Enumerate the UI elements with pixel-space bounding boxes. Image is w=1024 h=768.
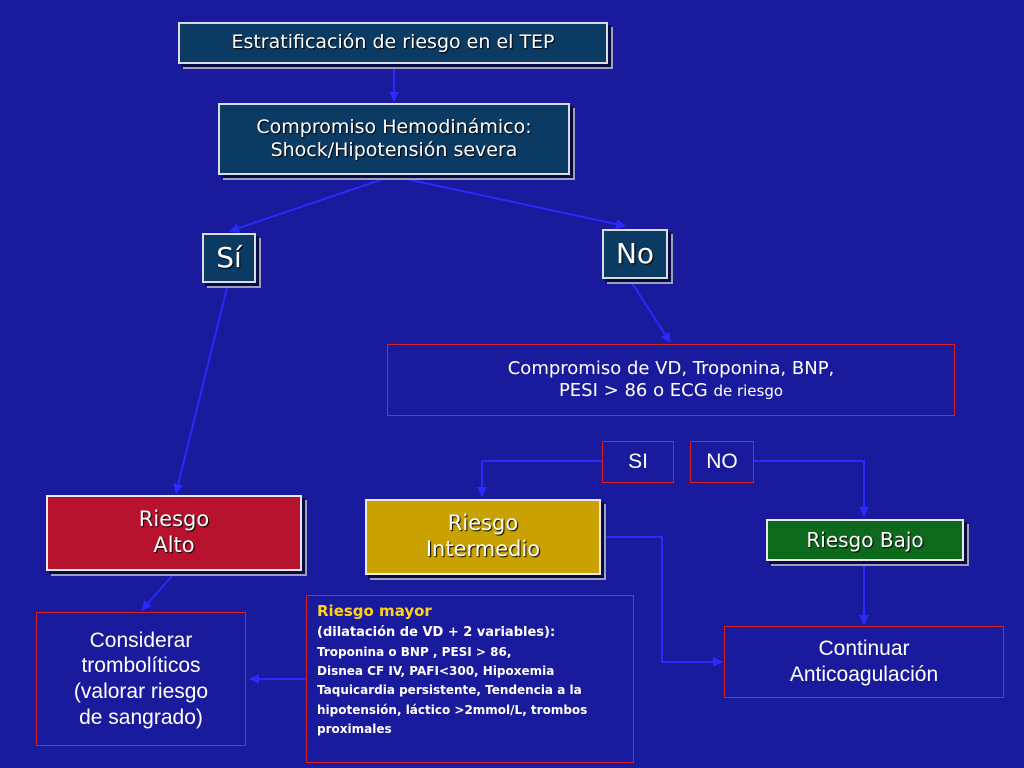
- major-risk-line: hipotensión, láctico >2mmol/L, trombos: [317, 702, 588, 717]
- criteria-line2: PESI > 86 o ECG de riesgo: [559, 380, 783, 402]
- criteria-line2-main: PESI > 86 o ECG: [558, 380, 708, 401]
- hemodynamic-line1: Compromiso Hemodinámico:: [256, 115, 532, 138]
- thrombolytics-line2: trombolíticos: [81, 654, 201, 678]
- diagram-title-text: Estratificación de riesgo en el TEP: [231, 31, 555, 54]
- risk-intermediate-line1: Riesgo: [447, 511, 519, 536]
- major-risk-title: Riesgo mayor: [317, 602, 432, 620]
- criteria-line1: Compromiso de VD, Troponina, BNP,: [507, 358, 835, 380]
- arrow-high-to-thrombo: [141, 575, 173, 611]
- thrombolytics-line4: de sangrado): [79, 705, 203, 729]
- major-risk-line: Taquicardia persistente, Tendencia a la: [317, 683, 582, 698]
- continue-anticoagulation-node: Continuar Anticoagulación: [724, 626, 1004, 698]
- arrow-no-to-low: [754, 460, 869, 517]
- major-risk-line: Troponina o BNP , PESI > 86,: [317, 644, 512, 659]
- arrow-si-to-high: [173, 283, 229, 494]
- major-risk-line: proximales: [317, 722, 392, 737]
- risk-high-line1: Riesgo: [138, 507, 210, 532]
- thrombolytics-line3: (valorar riesgo: [73, 680, 209, 703]
- arrow-hemo-to-si: [229, 175, 393, 233]
- criteria-no-node: NO: [690, 441, 754, 483]
- branch-yes-node: Sí: [202, 233, 256, 283]
- criteria-node: Compromiso de VD, Troponina, BNP, PESI >…: [387, 344, 955, 416]
- continue-line2: Anticoagulación: [789, 663, 939, 686]
- risk-high-line2: Alto: [153, 533, 195, 557]
- major-risk-node: Riesgo mayor (dilatación de VD + 2 varia…: [306, 595, 634, 763]
- arrow-hemo-to-no: [391, 175, 626, 230]
- branch-no-label: No: [615, 236, 655, 270]
- risk-low-node: Riesgo Bajo: [766, 519, 964, 561]
- risk-intermediate-node: Riesgo Intermedio: [365, 499, 601, 575]
- criteria-no-label: NO: [706, 450, 738, 474]
- risk-high-node: Riesgo Alto: [46, 495, 302, 571]
- risk-intermediate-line2: Intermedio: [425, 537, 541, 561]
- major-risk-line: Disnea CF IV, PAFI<300, Hipoxemia: [317, 663, 555, 678]
- arrow-si-to-intermediate: [477, 460, 602, 497]
- hemodynamic-line2: Shock/Hipotensión severa: [270, 139, 518, 161]
- branch-yes-label: Sí: [216, 240, 242, 274]
- arrow-no-to-criteria: [629, 279, 671, 343]
- arrow-intermediate-to-continue: [604, 536, 723, 667]
- major-risk-subtitle: (dilatación de VD + 2 variables):: [317, 624, 556, 640]
- criteria-yes-label: SI: [628, 450, 648, 474]
- thrombolytics-node: Considerar trombolíticos (valorar riesgo…: [36, 612, 246, 746]
- hemodynamic-node: Compromiso Hemodinámico: Shock/Hipotensi…: [218, 103, 570, 175]
- branch-no-node: No: [602, 229, 668, 279]
- criteria-line2-small: de riesgo: [713, 382, 784, 400]
- diagram-title: Estratificación de riesgo en el TEP: [178, 22, 608, 64]
- continue-line1: Continuar: [818, 637, 910, 661]
- criteria-yes-node: SI: [602, 441, 674, 483]
- risk-low-label: Riesgo Bajo: [806, 527, 924, 552]
- thrombolytics-line1: Considerar: [89, 628, 193, 652]
